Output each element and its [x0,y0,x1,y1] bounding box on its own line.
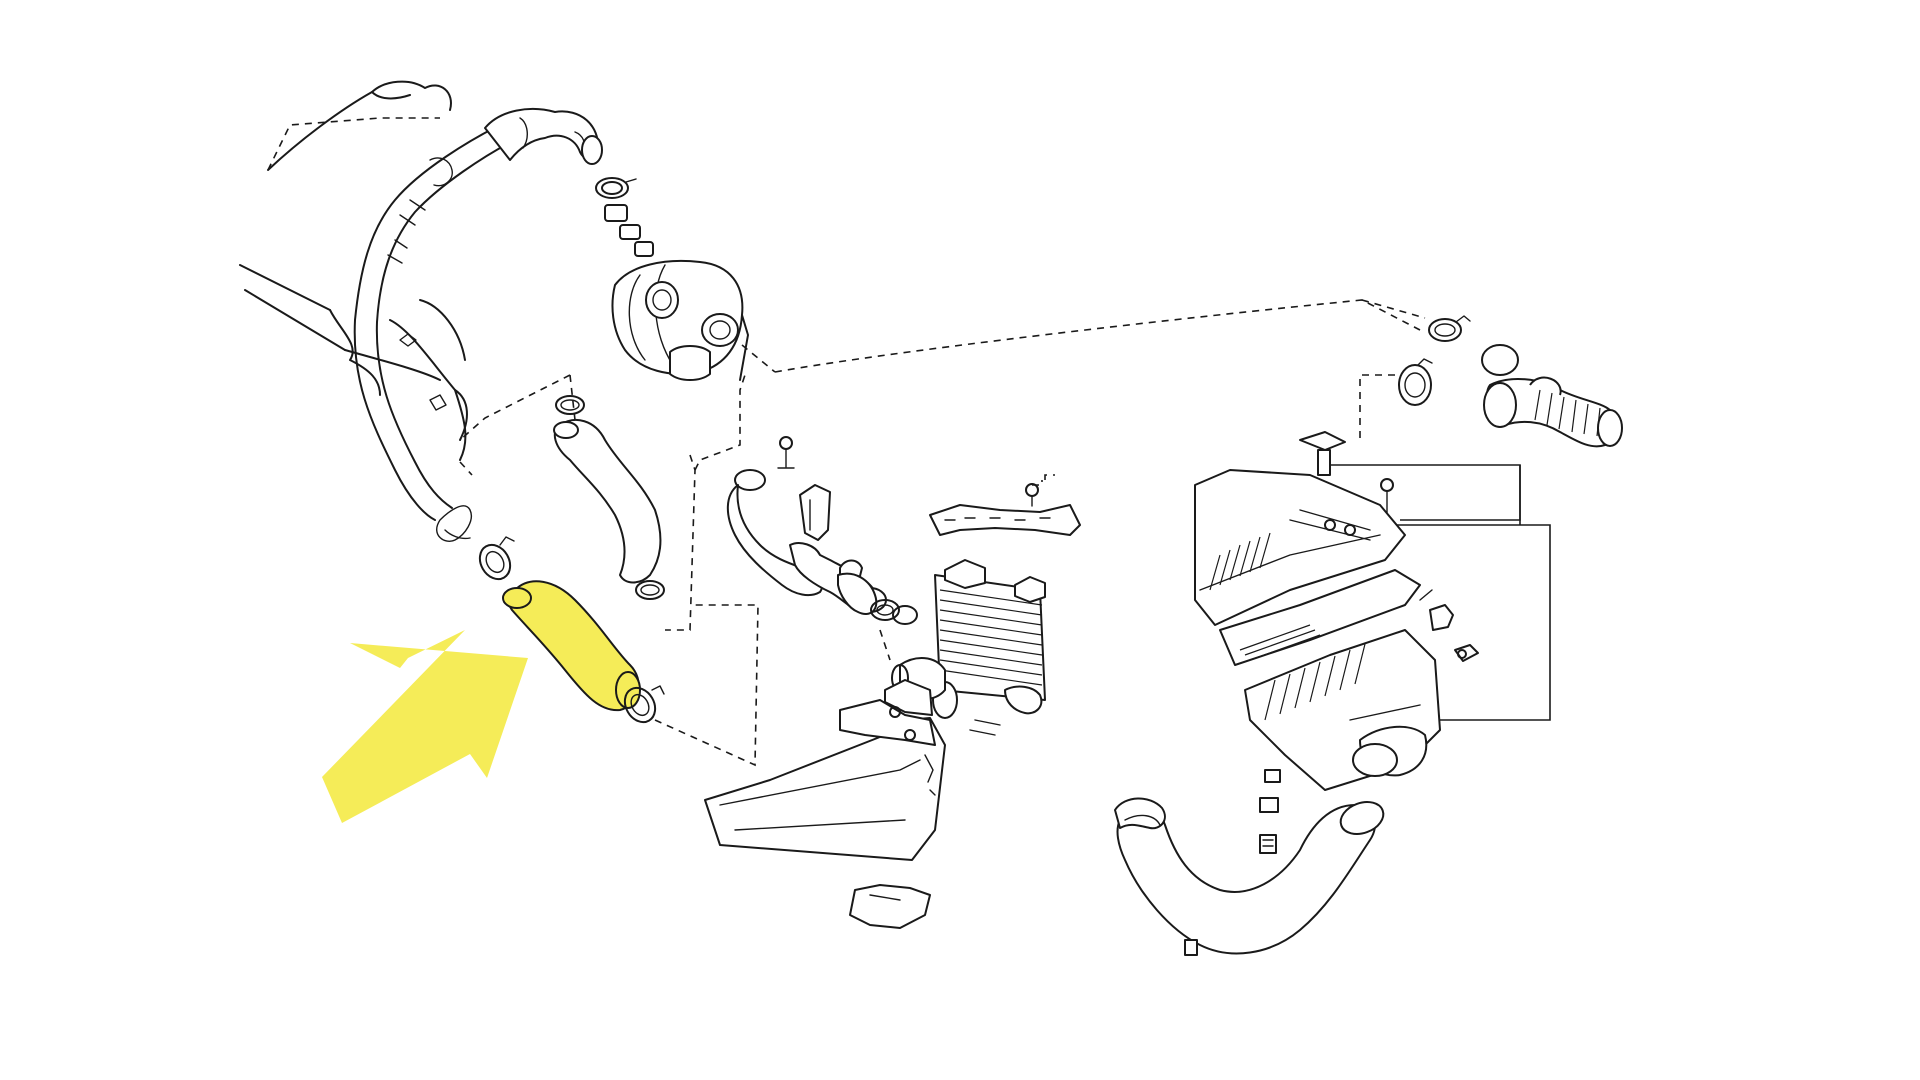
crankcase-vent-pipe-icon [353,124,516,542]
hose-clamp-lower-right-icon [623,685,665,724]
air-cleaner-icon [1194,469,1479,791]
turbo-inlet-elbow-icon [484,108,603,165]
leader-line-top [774,299,1421,373]
leader-line-e [665,454,696,631]
intercooler-icon [891,559,1046,719]
leader-line-i [1032,480,1043,486]
leader-line-solid-b [1395,524,1551,721]
air-inlet-duct-icon [1114,797,1385,956]
pointer-arrow-icon [322,630,528,823]
intercooler-hose-icon [837,572,918,625]
hose-clamp-icon [595,177,637,199]
engine-block-icon [239,80,468,461]
intercooler-pin-icon [969,719,1001,736]
air-duct-scoop-icon [704,679,946,861]
air-intake-hose-right-icon [1481,344,1623,448]
bracket-icon [777,436,831,541]
leader-line-c [459,374,571,441]
turbocharger-icon [611,259,776,381]
leader-line-f [694,374,746,471]
leader-line-b [654,604,759,767]
upper-intake-hose-icon [553,395,665,600]
leader-line-j [1361,299,1426,319]
leader-line-a [459,461,473,476]
intercooler-bracket-icon [929,483,1081,536]
leader-line-g [879,629,891,661]
leader-line-h [1044,474,1055,480]
right-clamps-icon [1398,315,1471,406]
leader-line-k [1359,374,1395,440]
air-cleaner-bolts-icon [1259,769,1281,854]
bolt-fittings-icon [604,204,654,257]
duct-bracket-icon [849,884,931,929]
intake-hose-highlighted-icon [502,580,641,712]
hose-clamp-lower-left-icon [478,536,515,581]
sensor-icon [1299,431,1394,514]
